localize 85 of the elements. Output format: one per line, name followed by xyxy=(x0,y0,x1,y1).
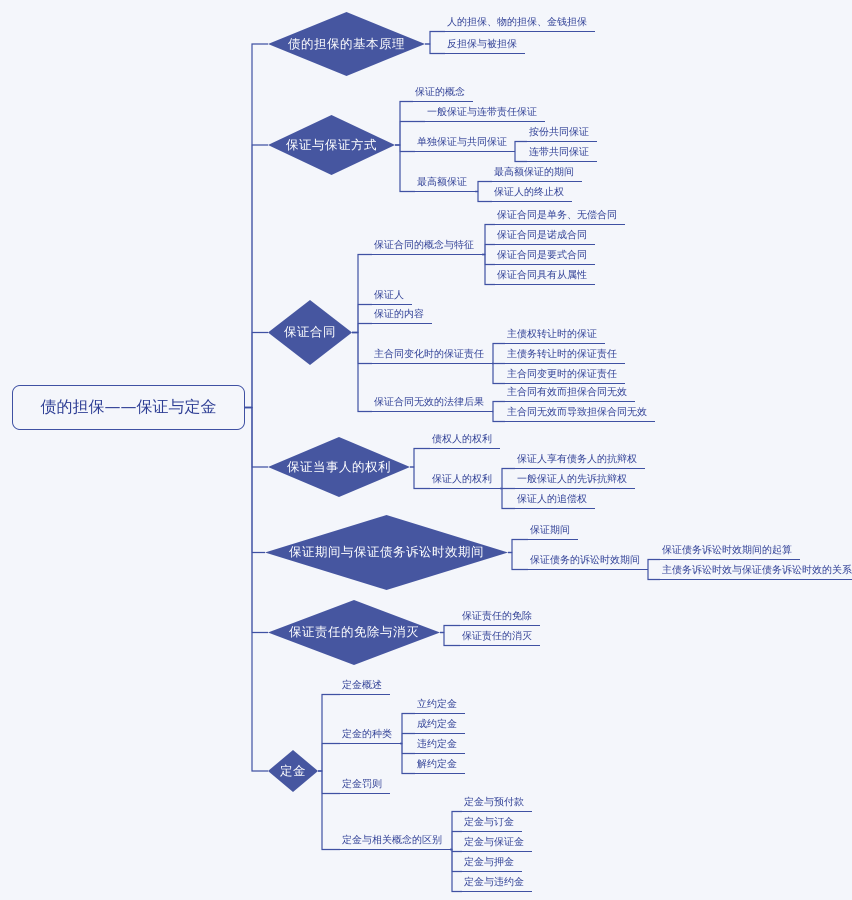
topic-label: 定金与保证金 xyxy=(462,834,532,852)
topic-label: 保证合同的概念与特征 xyxy=(372,237,482,255)
connector-line xyxy=(318,770,340,850)
connector-line xyxy=(482,244,495,256)
topic-label: 立约定金 xyxy=(415,696,465,714)
topic-label: 保证人的终止权 xyxy=(492,184,572,202)
topic-label: 一般保证人的先诉抗辩权 xyxy=(515,471,635,489)
topic-label: 保证合同是诺成合同 xyxy=(495,227,595,245)
topic-label: 定金与押金 xyxy=(462,854,522,872)
topic-diamond: 保证与保证方式 xyxy=(268,115,395,175)
topic-label: 保证的概念 xyxy=(413,84,473,102)
connector-line xyxy=(450,848,462,892)
connector-line xyxy=(492,362,505,384)
topic-label: 成约定金 xyxy=(415,716,465,734)
topic-label: 解约定金 xyxy=(415,756,465,774)
topic-label: 保证人的权利 xyxy=(430,471,500,489)
topic-label: 人的担保、物的担保、金钱担保 xyxy=(445,14,595,32)
topic-diamond: 保证合同 xyxy=(268,300,352,365)
connector-line xyxy=(450,848,462,852)
topic-label: 违约定金 xyxy=(415,736,465,754)
connector-line xyxy=(514,150,527,162)
connector-line xyxy=(647,568,660,580)
connector-line xyxy=(440,632,460,646)
topic-diamond: 保证当事人的权利 xyxy=(268,437,410,497)
topic-label: 保证责任的免除 xyxy=(460,608,540,626)
topic-label: 定金与违约金 xyxy=(462,874,532,892)
connector-line xyxy=(352,332,372,412)
topic-label: 连带共同保证 xyxy=(527,144,597,162)
topic-label: 定金与相关概念的区别 xyxy=(340,832,450,850)
topic-label: 保证责任的消灭 xyxy=(460,628,540,646)
topic-label: 债权人的权利 xyxy=(430,431,500,449)
topic-label: 保证合同是要式合同 xyxy=(495,247,595,265)
topic-label: 保证合同是单务、无偿合同 xyxy=(495,207,625,225)
topic-label: 保证人 xyxy=(372,287,412,305)
topic-label: 最高额保证 xyxy=(415,174,475,192)
connector-line xyxy=(400,742,415,774)
connector-line xyxy=(508,552,528,570)
connector-line xyxy=(475,190,492,202)
topic-label: 定金与订金 xyxy=(462,814,522,832)
topic-label: 保证合同无效的法律后果 xyxy=(372,394,492,412)
topic-label: 主合同无效而导致担保合同无效 xyxy=(505,404,655,422)
connector-line xyxy=(492,400,505,412)
topic-label: 反担保与被担保 xyxy=(445,36,525,54)
connector-line xyxy=(410,466,430,490)
connector-line xyxy=(492,342,505,364)
topic-label: 保证人享有债务人的抗辩权 xyxy=(515,451,645,469)
connector-line xyxy=(647,558,660,570)
connector-line xyxy=(425,43,445,54)
connector-line xyxy=(245,406,268,772)
topic-label: 主债务转让时的保证责任 xyxy=(505,346,625,364)
root-topic-box: 债的担保——保证与定金 xyxy=(12,385,245,430)
connector-line xyxy=(500,468,515,490)
connector-line xyxy=(492,362,505,364)
topic-label: 最高额保证的期间 xyxy=(492,164,582,182)
topic-label: 单独保证与共同保证 xyxy=(415,134,515,152)
connector-line xyxy=(514,140,527,152)
topic-label: 按份共同保证 xyxy=(527,124,597,142)
connector-line xyxy=(450,830,462,850)
topic-label: 保证债务诉讼时效期间的起算 xyxy=(660,542,800,560)
connector-line xyxy=(475,180,492,192)
topic-label: 主合同变化时的保证责任 xyxy=(372,346,492,364)
connector-line xyxy=(500,488,515,490)
connector-line xyxy=(482,254,495,286)
topic-label: 一般保证与连带责任保证 xyxy=(425,104,545,122)
topic-label: 保证人的追偿权 xyxy=(515,491,595,509)
topic-diamond: 债的担保的基本原理 xyxy=(268,12,425,76)
topic-label: 主合同变更时的保证责任 xyxy=(505,366,625,384)
topic-label: 主合同有效而担保合同无效 xyxy=(505,384,635,402)
topic-label: 保证债务的诉讼时效期间 xyxy=(528,552,648,570)
topic-label: 主债权转让时的保证 xyxy=(505,326,605,344)
connector-line xyxy=(492,410,505,422)
topic-label: 定金概述 xyxy=(340,677,390,695)
topic-label: 定金的种类 xyxy=(340,726,400,744)
topic-diamond: 保证责任的免除与消灭 xyxy=(268,600,440,665)
topic-label: 保证的内容 xyxy=(372,306,432,324)
connector-line xyxy=(400,732,415,744)
connector-line xyxy=(395,144,415,192)
connector-line xyxy=(500,488,515,510)
topic-label: 保证合同具有从属性 xyxy=(495,267,595,285)
topic-diamond: 定金 xyxy=(268,750,318,792)
topic-label: 定金罚则 xyxy=(340,776,390,794)
topic-label: 主债务诉讼时效与保证债务诉讼时效的关系 xyxy=(660,562,852,580)
topic-diamond: 保证期间与保证债务诉讼时效期间 xyxy=(265,515,508,590)
topic-label: 定金与预付款 xyxy=(462,794,532,812)
topic-label: 保证期间 xyxy=(528,522,578,540)
